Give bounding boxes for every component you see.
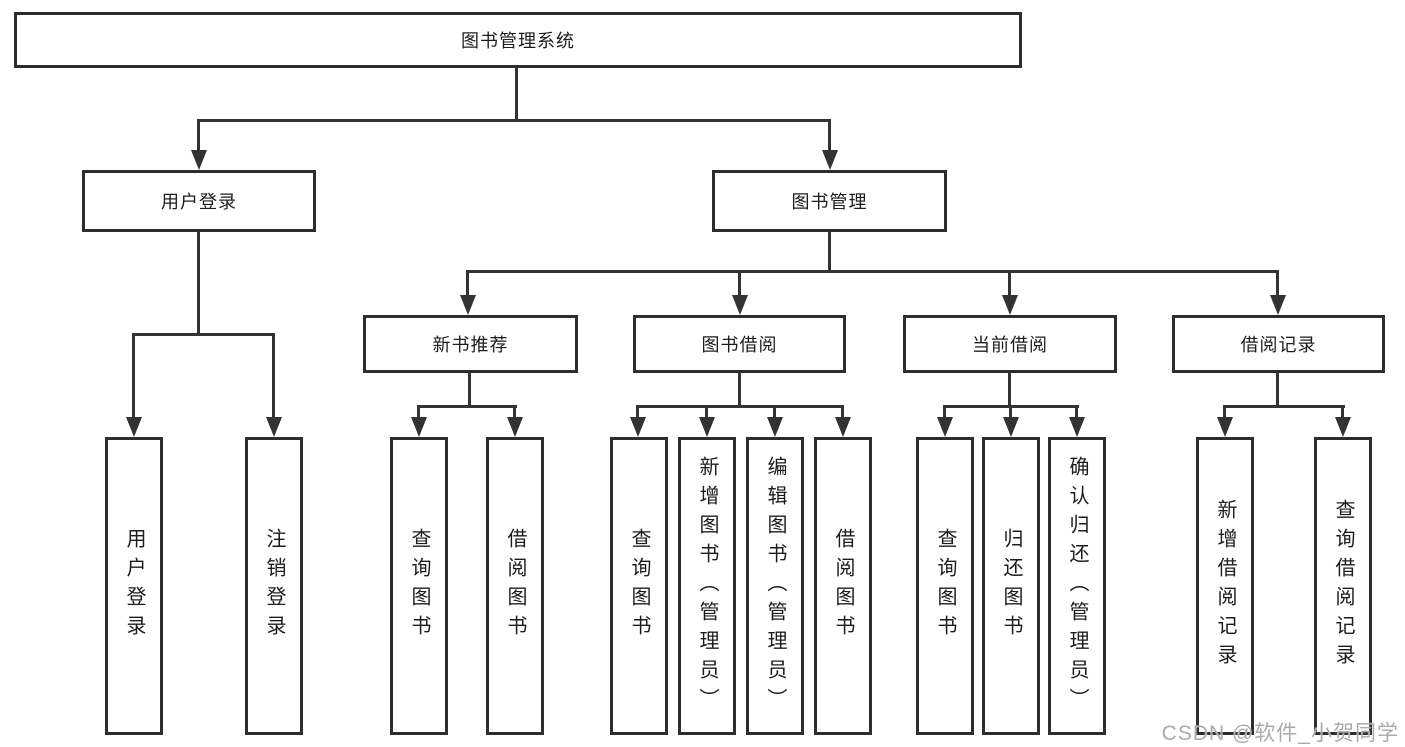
leaf-logout: 注销登录 bbox=[245, 437, 303, 735]
connector-line bbox=[1341, 405, 1344, 421]
leaf-return-book: 归还图书 bbox=[982, 437, 1040, 735]
connector-line bbox=[1008, 270, 1011, 298]
arrow-down-icon bbox=[937, 417, 953, 437]
node-user-login: 用户登录 bbox=[82, 170, 316, 232]
arrow-down-icon bbox=[507, 417, 523, 437]
connector-line bbox=[773, 405, 776, 421]
leaf-label: 借阅图书 bbox=[832, 528, 854, 644]
leaf-query-book-3: 查询图书 bbox=[916, 437, 974, 735]
arrow-down-icon bbox=[699, 417, 715, 437]
leaf-label: 注销登录 bbox=[263, 528, 285, 644]
node-book-borrow: 图书借阅 bbox=[633, 315, 846, 373]
connector-line bbox=[466, 270, 469, 298]
arrow-down-icon bbox=[1335, 417, 1351, 437]
connector-line bbox=[943, 405, 946, 421]
leaf-label: 新增图书（管理员） bbox=[696, 455, 718, 717]
arrow-down-icon bbox=[835, 417, 851, 437]
leaf-add-book-admin: 新增图书（管理员） bbox=[678, 437, 736, 735]
leaf-user-login: 用户登录 bbox=[105, 437, 163, 735]
arrow-down-icon bbox=[1069, 417, 1085, 437]
connector-line bbox=[468, 373, 471, 408]
connector-line bbox=[132, 333, 135, 421]
connector-line bbox=[1075, 405, 1078, 421]
connector-line bbox=[738, 270, 741, 298]
node-new-book-recommend: 新书推荐 bbox=[363, 315, 578, 373]
leaf-label: 查询图书 bbox=[628, 528, 650, 644]
node-current-borrow: 当前借阅 bbox=[903, 315, 1117, 373]
arrow-down-icon bbox=[767, 417, 783, 437]
connector-line bbox=[1009, 405, 1012, 421]
leaf-label: 确认归还（管理员） bbox=[1066, 455, 1088, 717]
connector-line bbox=[1276, 270, 1279, 298]
leaf-query-borrow-record: 查询借阅记录 bbox=[1314, 437, 1372, 735]
connector-line bbox=[841, 405, 844, 421]
connector-line bbox=[417, 405, 517, 408]
connector-line bbox=[197, 119, 200, 154]
arrow-down-icon bbox=[1217, 417, 1233, 437]
leaf-label: 编辑图书（管理员） bbox=[764, 455, 786, 717]
connector-line bbox=[197, 232, 200, 336]
connector-line bbox=[132, 333, 275, 336]
arrow-down-icon bbox=[1003, 417, 1019, 437]
connector-line bbox=[1008, 373, 1011, 408]
arrow-down-icon bbox=[126, 417, 142, 437]
csdn-watermark: CSDN @软件_小贺同学 bbox=[1161, 722, 1399, 745]
leaf-add-borrow-record: 新增借阅记录 bbox=[1196, 437, 1254, 735]
leaf-query-book-2: 查询图书 bbox=[610, 437, 668, 735]
arrow-down-icon bbox=[266, 417, 282, 437]
connector-line bbox=[636, 405, 639, 421]
connector-line bbox=[636, 405, 844, 408]
leaf-label: 归还图书 bbox=[1000, 528, 1022, 644]
connector-line bbox=[513, 405, 516, 421]
connector-line bbox=[515, 68, 518, 122]
connector-line bbox=[466, 270, 1279, 273]
connector-line bbox=[272, 333, 275, 421]
arrow-down-icon bbox=[630, 417, 646, 437]
arrow-down-icon bbox=[460, 295, 476, 315]
leaf-label: 查询借阅记录 bbox=[1332, 499, 1354, 673]
arrow-down-icon bbox=[411, 417, 427, 437]
connector-line bbox=[1223, 405, 1226, 421]
connector-line bbox=[738, 373, 741, 408]
connector-line bbox=[828, 232, 831, 273]
leaf-confirm-return-admin: 确认归还（管理员） bbox=[1048, 437, 1106, 735]
arrow-down-icon bbox=[1270, 295, 1286, 315]
node-book-management: 图书管理 bbox=[712, 170, 947, 232]
leaf-label: 用户登录 bbox=[123, 528, 145, 644]
leaf-query-book-1: 查询图书 bbox=[390, 437, 448, 735]
leaf-label: 新增借阅记录 bbox=[1214, 499, 1236, 673]
connector-line bbox=[828, 119, 831, 154]
leaf-label: 查询图书 bbox=[934, 528, 956, 644]
connector-line bbox=[417, 405, 420, 421]
leaf-borrow-book-2: 借阅图书 bbox=[814, 437, 872, 735]
leaf-edit-book-admin: 编辑图书（管理员） bbox=[746, 437, 804, 735]
arrow-down-icon bbox=[1002, 295, 1018, 315]
arrow-down-icon bbox=[822, 150, 838, 170]
leaf-label: 借阅图书 bbox=[504, 528, 526, 644]
connector-line bbox=[197, 119, 831, 122]
arrow-down-icon bbox=[732, 295, 748, 315]
leaf-borrow-book-1: 借阅图书 bbox=[486, 437, 544, 735]
leaf-label: 查询图书 bbox=[408, 528, 430, 644]
node-root: 图书管理系统 bbox=[14, 12, 1022, 68]
connector-line bbox=[705, 405, 708, 421]
node-borrow-record: 借阅记录 bbox=[1172, 315, 1385, 373]
connector-line bbox=[1223, 405, 1345, 408]
connector-line bbox=[1276, 373, 1279, 408]
arrow-down-icon bbox=[191, 150, 207, 170]
